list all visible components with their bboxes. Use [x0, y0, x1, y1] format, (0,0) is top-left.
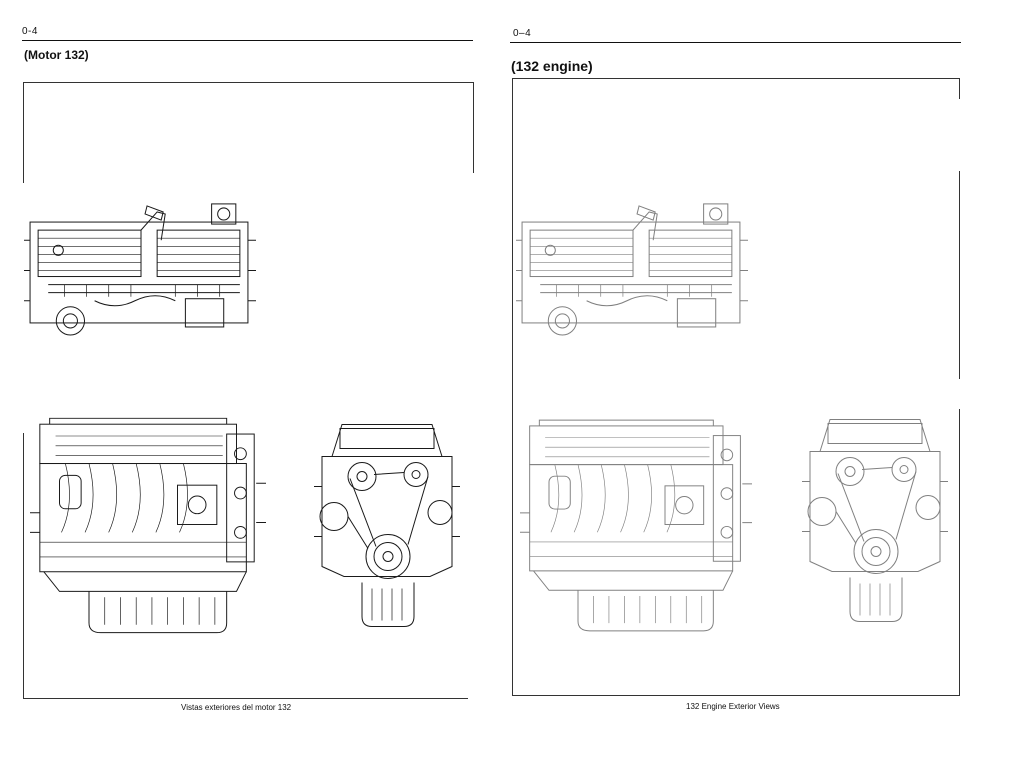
- engine-front-view-figure: [312, 416, 462, 632]
- right-page: 0–4 (132 engine) 132 Engine Exterior Vie…: [500, 0, 1017, 757]
- header-rule: [510, 42, 961, 43]
- engine-side-view-figure: [30, 414, 266, 636]
- engine-front-view-figure: [800, 410, 950, 628]
- header-rule: [22, 40, 473, 41]
- page-number: 0–4: [513, 28, 532, 39]
- engine-top-view-figure: [516, 198, 748, 348]
- figure-frame: [22, 82, 478, 733]
- figure-frame: [512, 78, 965, 696]
- section-heading: (Motor 132): [24, 48, 89, 62]
- figure-caption: 132 Engine Exterior Views: [686, 702, 780, 711]
- page-number: 0-4: [22, 26, 38, 37]
- figure-caption: Vistas exteriores del motor 132: [181, 703, 292, 712]
- section-heading: (132 engine): [511, 58, 593, 74]
- engine-top-view-figure: [24, 198, 256, 348]
- left-page: 0-4 (Motor 132) Vistas exteriores del mo…: [0, 0, 490, 757]
- engine-side-view-figure: [520, 414, 752, 636]
